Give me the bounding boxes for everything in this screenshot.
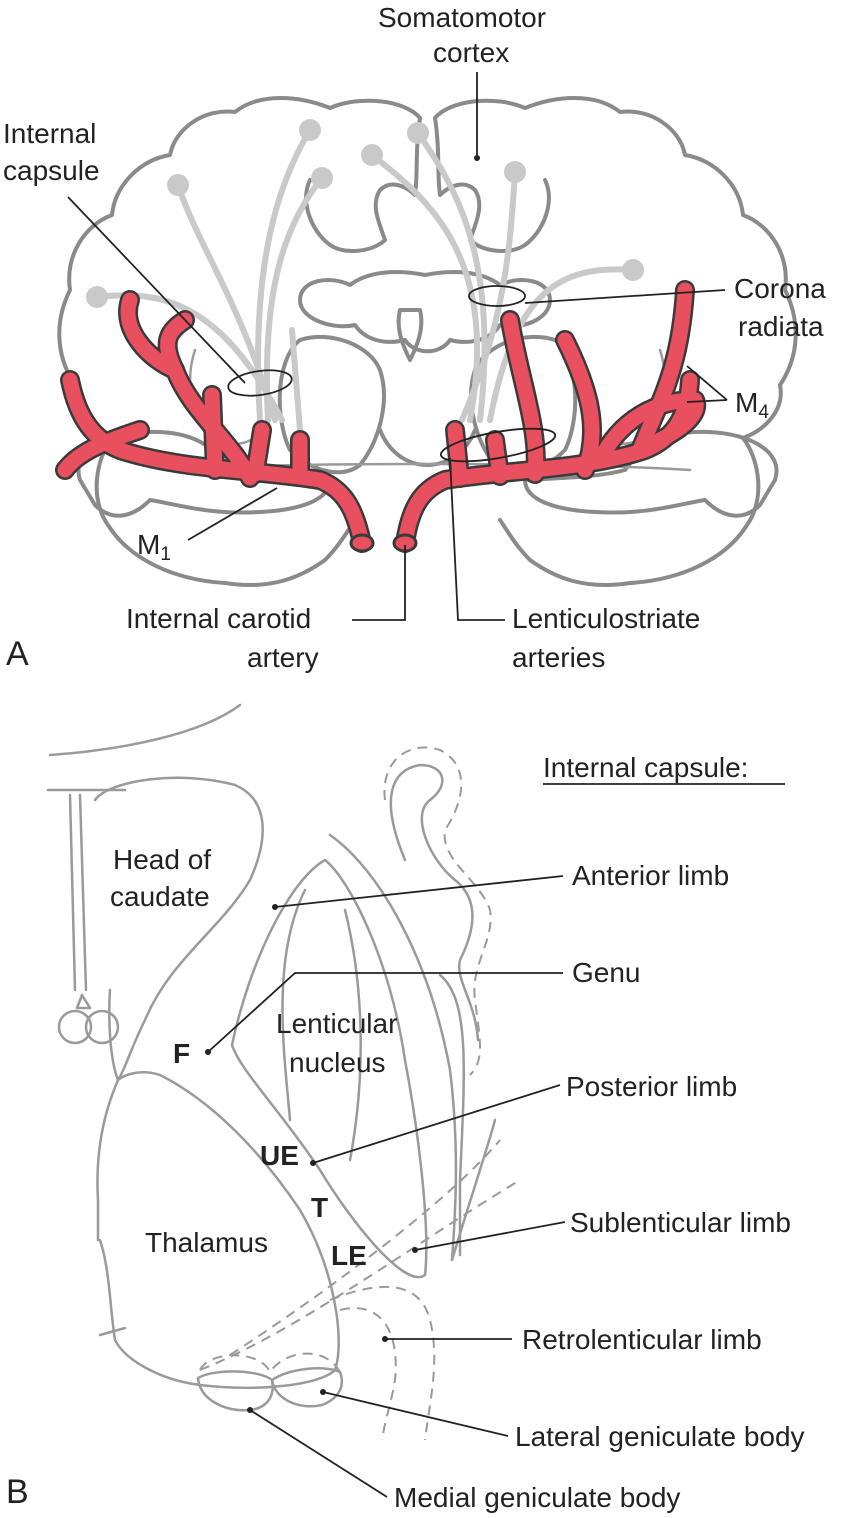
leader-genu (207, 972, 563, 1053)
label-somatomotor-2: cortex (433, 37, 509, 68)
lateral-geniculate-shape (270, 1367, 344, 1408)
right-neuron-1 (407, 122, 429, 144)
caudate-head (93, 776, 264, 1082)
lenticular-nucleus (230, 858, 428, 1279)
label-ica-1: Internal carotid (126, 603, 311, 634)
label-somatomotor-1: Somatomotor (378, 2, 546, 33)
label-medial-geniculate: Medial geniculate body (394, 1482, 680, 1513)
right-corticospinal-fibers (361, 122, 644, 423)
thalamus-tail (96, 1198, 127, 1337)
insula-loop (389, 763, 480, 1042)
label-sublenticular-limb: Sublenticular limb (570, 1207, 791, 1238)
leader-ica (352, 545, 406, 621)
leader-sublenticular (414, 1221, 566, 1251)
fornix-circle-right (84, 1009, 120, 1045)
label-lent-2: arteries (512, 642, 605, 673)
label-thalamus: Thalamus (145, 1227, 268, 1258)
geniculate-dashed (199, 1352, 341, 1375)
insula-dashed (383, 746, 492, 1076)
panel-letter-a: A (6, 635, 29, 673)
optic-radiation-1 (199, 1179, 521, 1371)
claustrum (328, 833, 497, 1262)
label-posterior-limb: Posterior limb (566, 1071, 737, 1102)
fornix-lines (46, 788, 127, 992)
label-face-f: F (173, 1038, 190, 1069)
right-neuron-3 (504, 161, 526, 183)
optic-radiation-4 (339, 1307, 397, 1441)
label-head-caudate-2: caudate (110, 881, 210, 912)
leader-internal-capsule (67, 196, 246, 384)
dot-genu (205, 1049, 211, 1055)
leader-anterior-limb (274, 875, 564, 908)
fornix-triangle (75, 993, 92, 1010)
lenticulostriate-ring (439, 427, 557, 463)
leader-m4-a (686, 365, 728, 401)
medial-geniculate-shape (196, 1370, 274, 1412)
corona-radiata-ring (468, 285, 526, 307)
label-lent-1: Lenticulostriate (512, 603, 700, 634)
label-corona-2: radiata (738, 311, 824, 342)
label-lenticular-2: nucleus (289, 1047, 386, 1078)
ventricle-center (396, 308, 424, 362)
leader-m4-b (686, 399, 728, 403)
leader-corona (524, 289, 726, 304)
dot-sublenticular (412, 1247, 418, 1253)
fornix-circle-left (57, 1009, 93, 1045)
leader-lateral-geniculate (322, 1391, 509, 1437)
label-trunk-t: T (311, 1192, 328, 1223)
label-retrolenticular-limb: Retrolenticular limb (522, 1324, 762, 1355)
label-ica-2: artery (247, 642, 319, 673)
septum-ventricles (298, 270, 552, 354)
label-upper-ue: UE (260, 1140, 299, 1171)
dot-lateral-geniculate (320, 1389, 326, 1395)
label-lower-le: LE (331, 1240, 367, 1271)
label-internal-capsule-2: capsule (3, 155, 100, 186)
label-lateral-geniculate: Lateral geniculate body (515, 1421, 805, 1452)
label-corona-1: Corona (734, 273, 826, 304)
left-neuron-3 (167, 174, 189, 196)
left-neuron-4 (86, 286, 108, 308)
left-hemisphere-outline (57, 96, 422, 588)
putamen-line-1 (281, 888, 307, 1122)
left-ica-stump (349, 533, 375, 553)
label-internal-capsule-1: Internal (3, 118, 96, 149)
left-neuron-2 (311, 167, 333, 189)
label-lenticular-1: Lenticular (276, 1008, 397, 1039)
middle-cerebral-artery (55, 280, 707, 553)
right-neuron-2 (361, 144, 383, 166)
label-m4: M4 (735, 387, 769, 423)
right-neuron-4 (622, 259, 644, 281)
optic-radiation-2 (229, 1139, 501, 1356)
label-head-caudate-1: Head of (113, 844, 211, 875)
left-corticospinal-fibers (86, 119, 333, 433)
dot-somatomotor (474, 155, 480, 161)
leader-lenticulostriate (449, 457, 505, 621)
panel-a: Somatomotor cortex Internal capsule Coro… (3, 2, 826, 673)
panel-letter-b: B (6, 1473, 29, 1511)
leader-posterior-limb (312, 1084, 561, 1164)
right-hemisphere-outline (433, 96, 798, 588)
leader-m1 (187, 487, 278, 541)
label-anterior-limb: Anterior limb (572, 860, 729, 891)
putamen-line-2 (343, 908, 362, 1162)
internal-capsule-ring-left (227, 369, 293, 397)
label-m1: M1 (137, 529, 171, 565)
optic-radiation-3 (329, 1285, 436, 1441)
left-neuron-1 (299, 119, 321, 141)
dot-retrolenticular (382, 1336, 388, 1342)
corpus-callosum-arc (48, 703, 242, 757)
dot-posterior-limb (310, 1160, 316, 1166)
dot-medial-geniculate (247, 1407, 253, 1413)
dot-anterior-limb (272, 904, 278, 910)
leader-medial-geniculate (249, 1409, 388, 1498)
panel-b: Internal capsule: Head of caudate Lentic… (6, 703, 805, 1513)
label-internal-capsule-title: Internal capsule: (543, 752, 748, 783)
label-genu: Genu (572, 957, 641, 988)
